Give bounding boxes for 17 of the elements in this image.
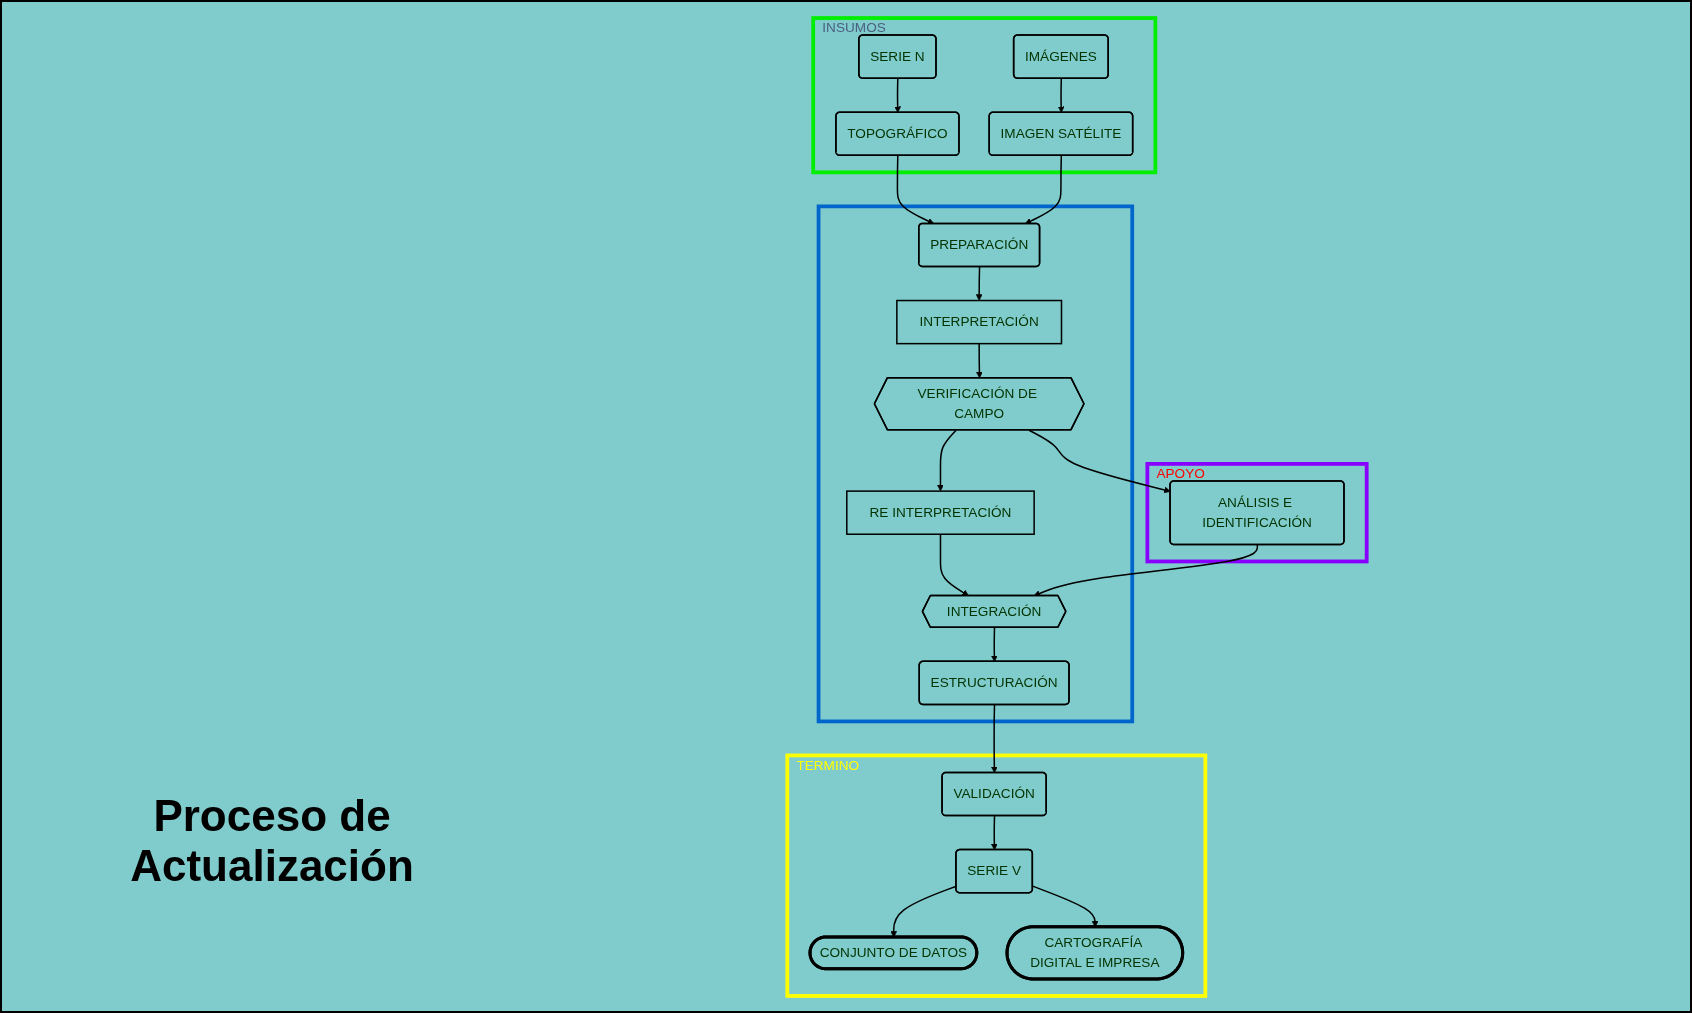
arrow — [991, 815, 998, 851]
arrow — [1024, 154, 1063, 225]
cluster — [816, 204, 1135, 724]
arrow — [976, 342, 983, 379]
arrow — [1028, 429, 1171, 494]
diagram-title: Proceso de Actualización — [129, 791, 415, 891]
arrow — [991, 704, 998, 774]
arrow — [1057, 77, 1065, 113]
arrow — [937, 429, 957, 492]
arrow — [975, 266, 983, 301]
node-box: RE INTERPRETACIÓN — [846, 490, 1035, 535]
arrow — [991, 626, 998, 662]
arrow — [939, 533, 969, 597]
node-box: INTERPRETACIÓN — [896, 299, 1063, 345]
arrow — [1033, 544, 1259, 597]
arrow — [894, 77, 901, 113]
arrow — [896, 154, 935, 225]
